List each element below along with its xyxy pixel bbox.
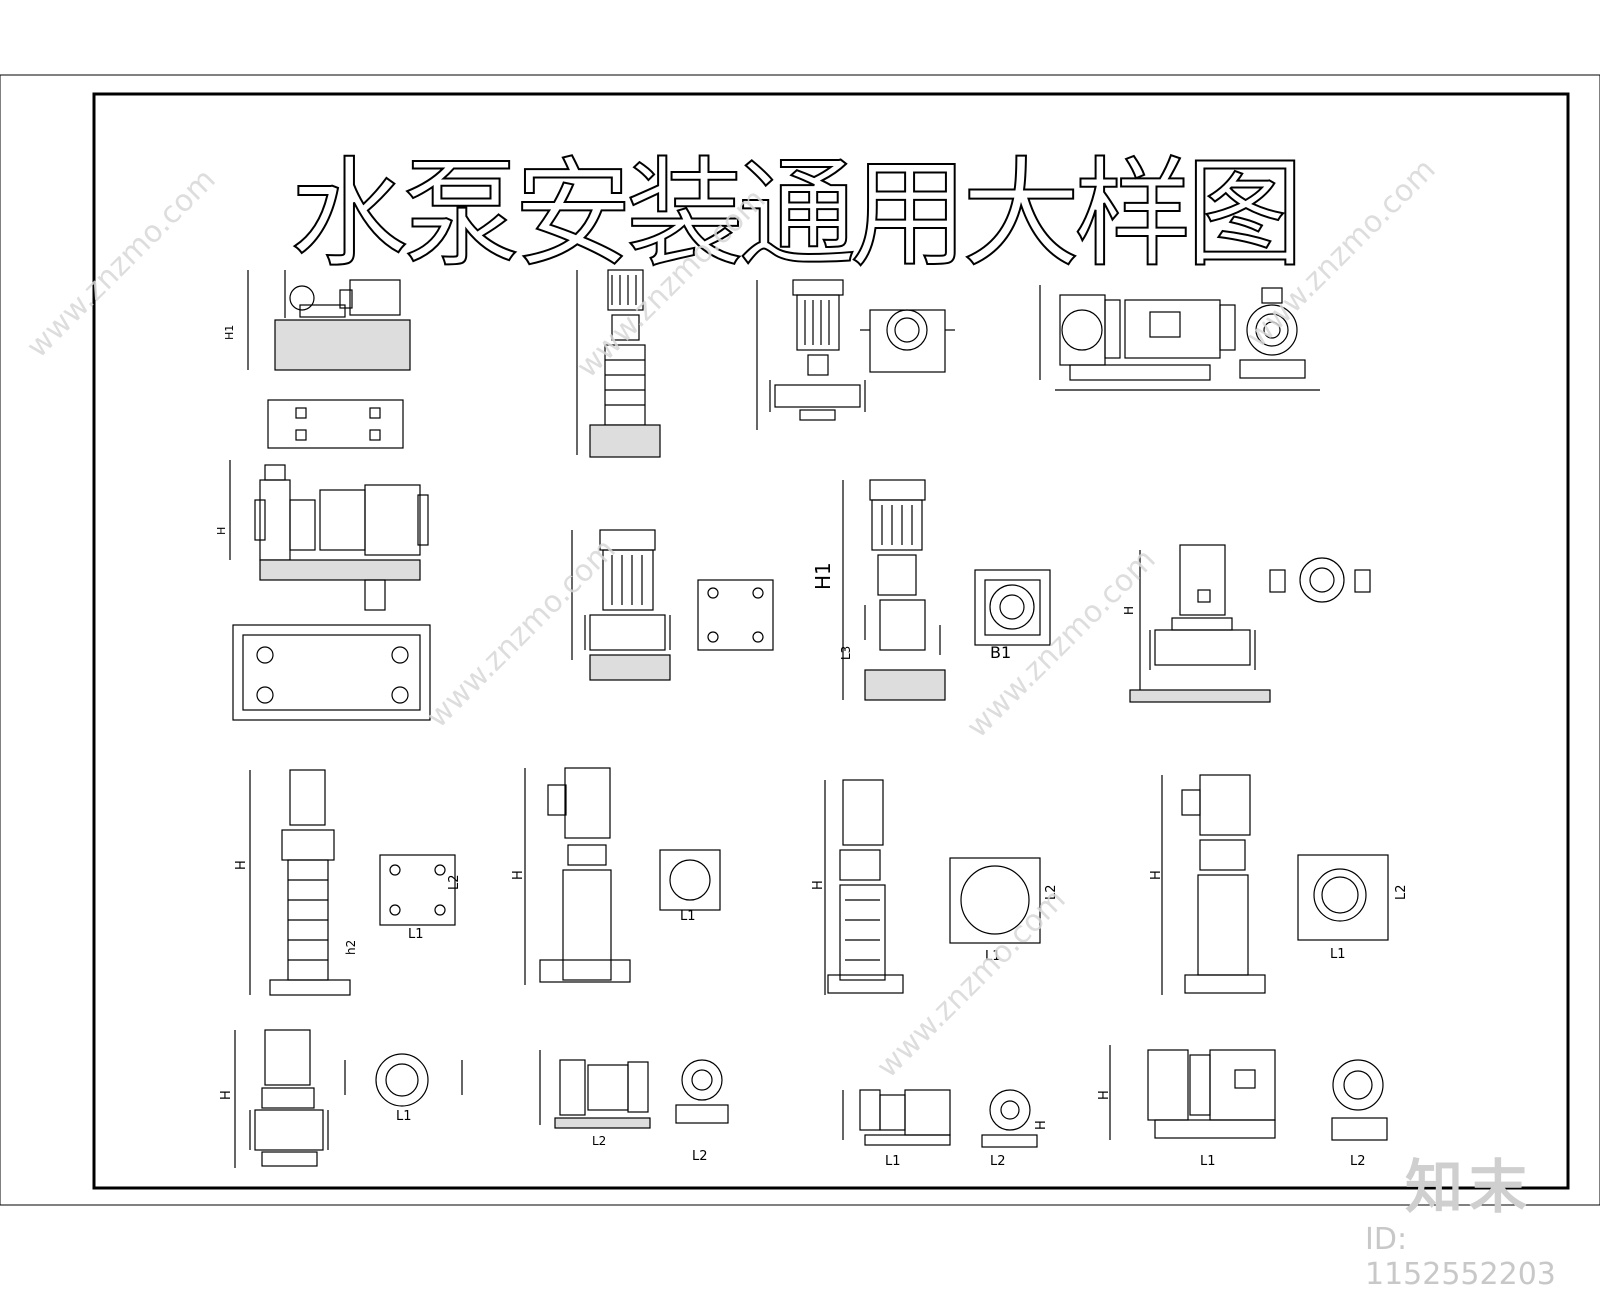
dim-label-l2-5: L2 <box>592 1134 606 1148</box>
dim-label-l2-8: L2 <box>1350 1154 1366 1169</box>
pump-horizontal-3 <box>539 1050 729 1129</box>
dim-label-l2-6: L2 <box>692 1149 708 1164</box>
dim-label-l2-1: L2 <box>447 874 462 890</box>
dim-label-l1-2: L1 <box>680 909 696 924</box>
dim-label-h1-2: H1 <box>811 562 835 590</box>
pump-vertical-inline-1 <box>756 279 955 430</box>
pump-vertical-inline-4 <box>234 1029 463 1168</box>
dim-label-h-7: H <box>219 1090 234 1100</box>
pump-end-suction-1 <box>1039 285 1320 391</box>
watermark-logo: 知末 <box>1405 1153 1534 1221</box>
dim-label-h-2: H <box>1122 606 1136 615</box>
pump-vertical-multistage-3 <box>249 769 456 996</box>
pump-horizontal-1 <box>247 270 411 449</box>
pump-vertical-multistage-6 <box>1161 774 1389 995</box>
pump-vertical-multistage-2 <box>842 479 1051 701</box>
drawing-title: 水泵安装通用大样图 <box>289 144 1305 284</box>
watermark-id: ID: 1152552203 <box>1365 1222 1556 1292</box>
dim-label-h-9: H <box>1097 1090 1112 1100</box>
dim-label-l1-4: L1 <box>1330 947 1346 962</box>
dim-label-l2-7: L2 <box>990 1154 1006 1169</box>
dim-label-l3: L3 <box>839 646 853 660</box>
pump-vertical-multistage-1 <box>576 269 661 458</box>
dim-label-h-4: H <box>511 870 526 880</box>
dim-label-l1-5: L1 <box>396 1109 412 1124</box>
pump-vertical-inline-3 <box>1129 544 1371 703</box>
dim-label-l1-3: L1 <box>985 949 1001 964</box>
dim-label-l2-4: L2 <box>1394 884 1409 900</box>
dim-label-h-3: H <box>234 860 249 870</box>
dim-label-h2-1: h2 <box>344 940 358 955</box>
dim-label-l2-3: L2 <box>1044 884 1059 900</box>
pump-horizontal-2 <box>229 460 431 721</box>
dim-label-b1: B1 <box>990 643 1011 662</box>
pump-vertical-inline-2 <box>571 529 774 681</box>
outer-frame <box>0 74 1600 1206</box>
dim-label-l1-1: L1 <box>408 927 424 942</box>
dim-label-h-5: H <box>811 880 826 890</box>
dim-label-h-6: H <box>1149 870 1164 880</box>
pump-vertical-multistage-5 <box>824 779 1041 995</box>
dim-label-l1-8: L1 <box>1200 1154 1216 1169</box>
dim-label-h-1: H <box>215 527 228 535</box>
pump-horizontal-4 <box>842 1089 1038 1148</box>
dim-label-h-8: H <box>1034 1120 1049 1130</box>
dim-label-h1-1: H1 <box>223 325 236 340</box>
pump-vertical-multistage-4 <box>524 767 721 985</box>
dim-label-l1-7: L1 <box>885 1154 901 1169</box>
drawing-border <box>92 92 1570 1190</box>
pump-end-suction-2 <box>1109 1045 1388 1141</box>
